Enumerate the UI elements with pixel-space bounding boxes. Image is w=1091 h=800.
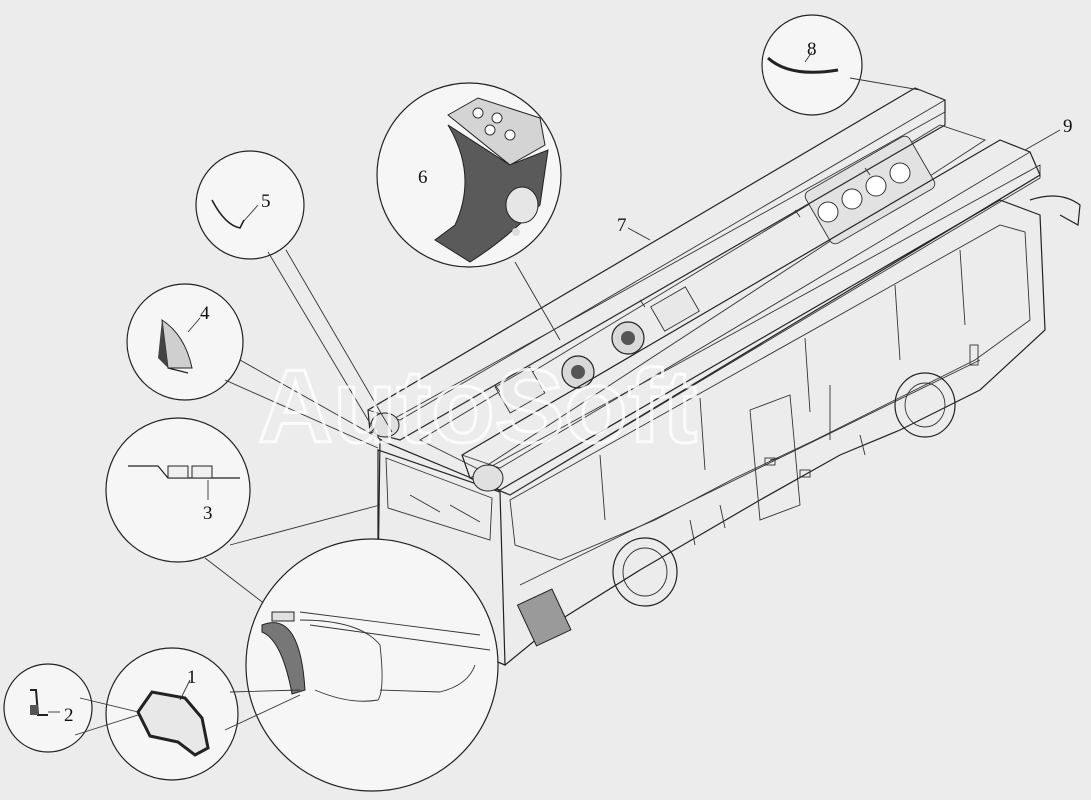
callout-4: 4 xyxy=(200,303,210,324)
clip-5-shape xyxy=(211,199,245,229)
detail-circle-3 xyxy=(105,417,251,563)
detail-3 xyxy=(105,417,381,609)
roof-air-duct-left xyxy=(367,87,946,441)
callout-6: 6 xyxy=(418,167,428,188)
detail-5 xyxy=(195,150,393,441)
detail-6 xyxy=(376,82,562,341)
callout-8: 8 xyxy=(807,39,817,60)
seal-strip-8-shape xyxy=(766,56,839,74)
callout-9: 9 xyxy=(1063,116,1073,137)
detail-1 xyxy=(105,647,301,781)
roof-hatches xyxy=(494,286,700,414)
leader-7 xyxy=(627,227,651,241)
callout-3: 3 xyxy=(203,503,213,524)
clip-2-shape xyxy=(30,689,48,716)
roof-air-duct-right xyxy=(461,139,1041,496)
callout-labels: 1 2 3 4 5 6 7 8 9 xyxy=(64,39,1073,726)
detail-circle-5 xyxy=(195,150,305,260)
front-seal-shape xyxy=(261,622,306,695)
detail-8 xyxy=(761,14,921,116)
detail-4 xyxy=(126,283,383,449)
callout-2: 2 xyxy=(64,705,74,726)
detail-front-rail xyxy=(245,538,499,792)
rail-3-shape xyxy=(128,465,240,479)
callout-5: 5 xyxy=(261,191,271,212)
callout-1: 1 xyxy=(187,667,197,688)
roof-ac-fans xyxy=(804,135,936,245)
clamp-1-shape xyxy=(136,690,210,757)
end-cap-4-shape xyxy=(158,318,193,374)
bus-body xyxy=(377,195,1081,666)
bus-roof xyxy=(367,87,1041,496)
detail-circle-front xyxy=(245,538,499,792)
detail-circle-2 xyxy=(3,663,93,753)
watermark: AutoSoft xyxy=(258,349,697,465)
detail-circle-8 xyxy=(761,14,863,116)
leader-9 xyxy=(1024,129,1061,151)
detail-2 xyxy=(3,663,139,753)
detail-circle-4 xyxy=(126,283,244,401)
bracket-6-shape xyxy=(434,97,549,263)
callout-7: 7 xyxy=(617,215,627,236)
